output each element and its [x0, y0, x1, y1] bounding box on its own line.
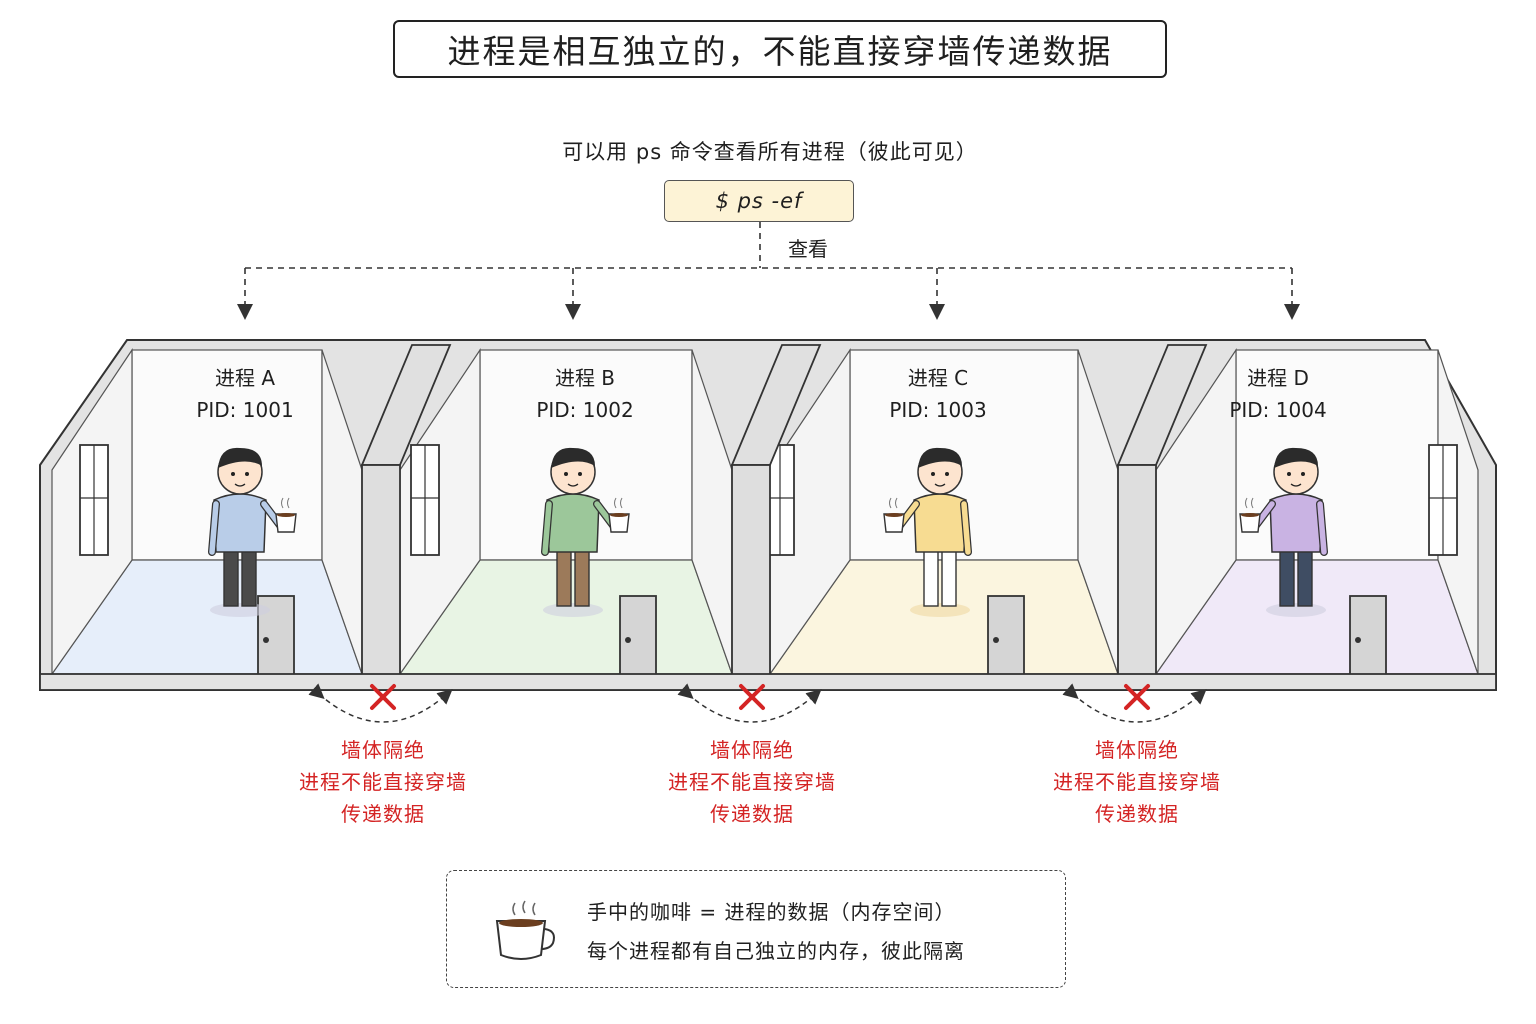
room-label-c: 进程 C PID: 1003	[838, 362, 1038, 426]
wall-note-line3: 传递数据	[710, 802, 794, 826]
blocked-x-icon	[739, 684, 765, 710]
ps-hint-text: 可以用 ps 命令查看所有进程（彼此可见）	[562, 140, 978, 164]
view-label: 查看	[788, 237, 828, 261]
wall-note-line2: 进程不能直接穿墙	[299, 770, 467, 794]
window-icon	[79, 444, 109, 556]
person-c	[883, 447, 972, 617]
window-icon	[410, 444, 440, 556]
wall-2	[730, 344, 822, 676]
floor-edge	[39, 673, 1497, 691]
wall-note-line2: 进程不能直接穿墙	[668, 770, 836, 794]
room-label-d: 进程 D PID: 1004	[1178, 362, 1378, 426]
wall-note-line1: 墙体隔绝	[710, 738, 794, 762]
coffee-cup-icon	[1239, 497, 1261, 533]
process-pid: PID: 1002	[536, 398, 634, 422]
legend-box: 手中的咖啡 = 进程的数据（内存空间） 每个进程都有自己独立的内存，彼此隔离	[446, 870, 1066, 988]
wall-note-2: 墙体隔绝进程不能直接穿墙传递数据	[632, 734, 872, 830]
wall-note-line1: 墙体隔绝	[1095, 738, 1179, 762]
room-d	[1154, 348, 1479, 689]
wall-1	[360, 344, 452, 676]
legend-line-1: 手中的咖啡 = 进程的数据（内存空间）	[587, 900, 956, 924]
door-icon	[987, 595, 1025, 689]
blocked-crossing-3	[1062, 683, 1207, 723]
room-label-a: 进程 A PID: 1001	[145, 362, 345, 426]
process-name: 进程 B	[554, 366, 616, 390]
person-a	[208, 447, 297, 617]
diagram-title: 进程是相互独立的，不能直接穿墙传递数据	[393, 20, 1167, 78]
wall-note-line2: 进程不能直接穿墙	[1053, 770, 1221, 794]
coffee-cup-icon	[608, 497, 630, 533]
legend-line-2: 每个进程都有自己独立的内存，彼此隔离	[587, 939, 965, 963]
wall-note-line3: 传递数据	[341, 802, 425, 826]
blocked-x-icon	[1124, 684, 1150, 710]
room-a	[50, 348, 363, 689]
blocked-crossing-1	[308, 683, 453, 723]
ps-command-box: $ ps -ef	[664, 180, 854, 222]
wall-note-1: 墙体隔绝进程不能直接穿墙传递数据	[263, 734, 503, 830]
blocked-crossing-2	[677, 683, 822, 723]
coffee-cup-icon	[883, 497, 905, 533]
process-name: 进程 C	[907, 366, 969, 390]
process-pid: PID: 1003	[889, 398, 987, 422]
process-name: 进程 D	[1247, 366, 1309, 390]
wall-note-line3: 传递数据	[1095, 802, 1179, 826]
coffee-cup-icon	[495, 900, 555, 960]
room-label-b: 进程 B PID: 1002	[485, 362, 685, 426]
door-icon	[619, 595, 657, 689]
person-b	[541, 447, 630, 617]
blocked-x-icon	[370, 684, 396, 710]
person-d	[1239, 447, 1328, 617]
view-arrows	[237, 222, 1300, 320]
process-pid: PID: 1004	[1229, 398, 1327, 422]
process-pid: PID: 1001	[196, 398, 294, 422]
room-b	[398, 348, 733, 689]
coffee-cup-icon	[275, 497, 297, 533]
process-name: 进程 A	[214, 366, 276, 390]
window-icon	[1428, 444, 1458, 556]
wall-note-3: 墙体隔绝进程不能直接穿墙传递数据	[1017, 734, 1257, 830]
door-icon	[1349, 595, 1387, 689]
wall-note-line1: 墙体隔绝	[341, 738, 425, 762]
wall-3	[1116, 344, 1208, 676]
